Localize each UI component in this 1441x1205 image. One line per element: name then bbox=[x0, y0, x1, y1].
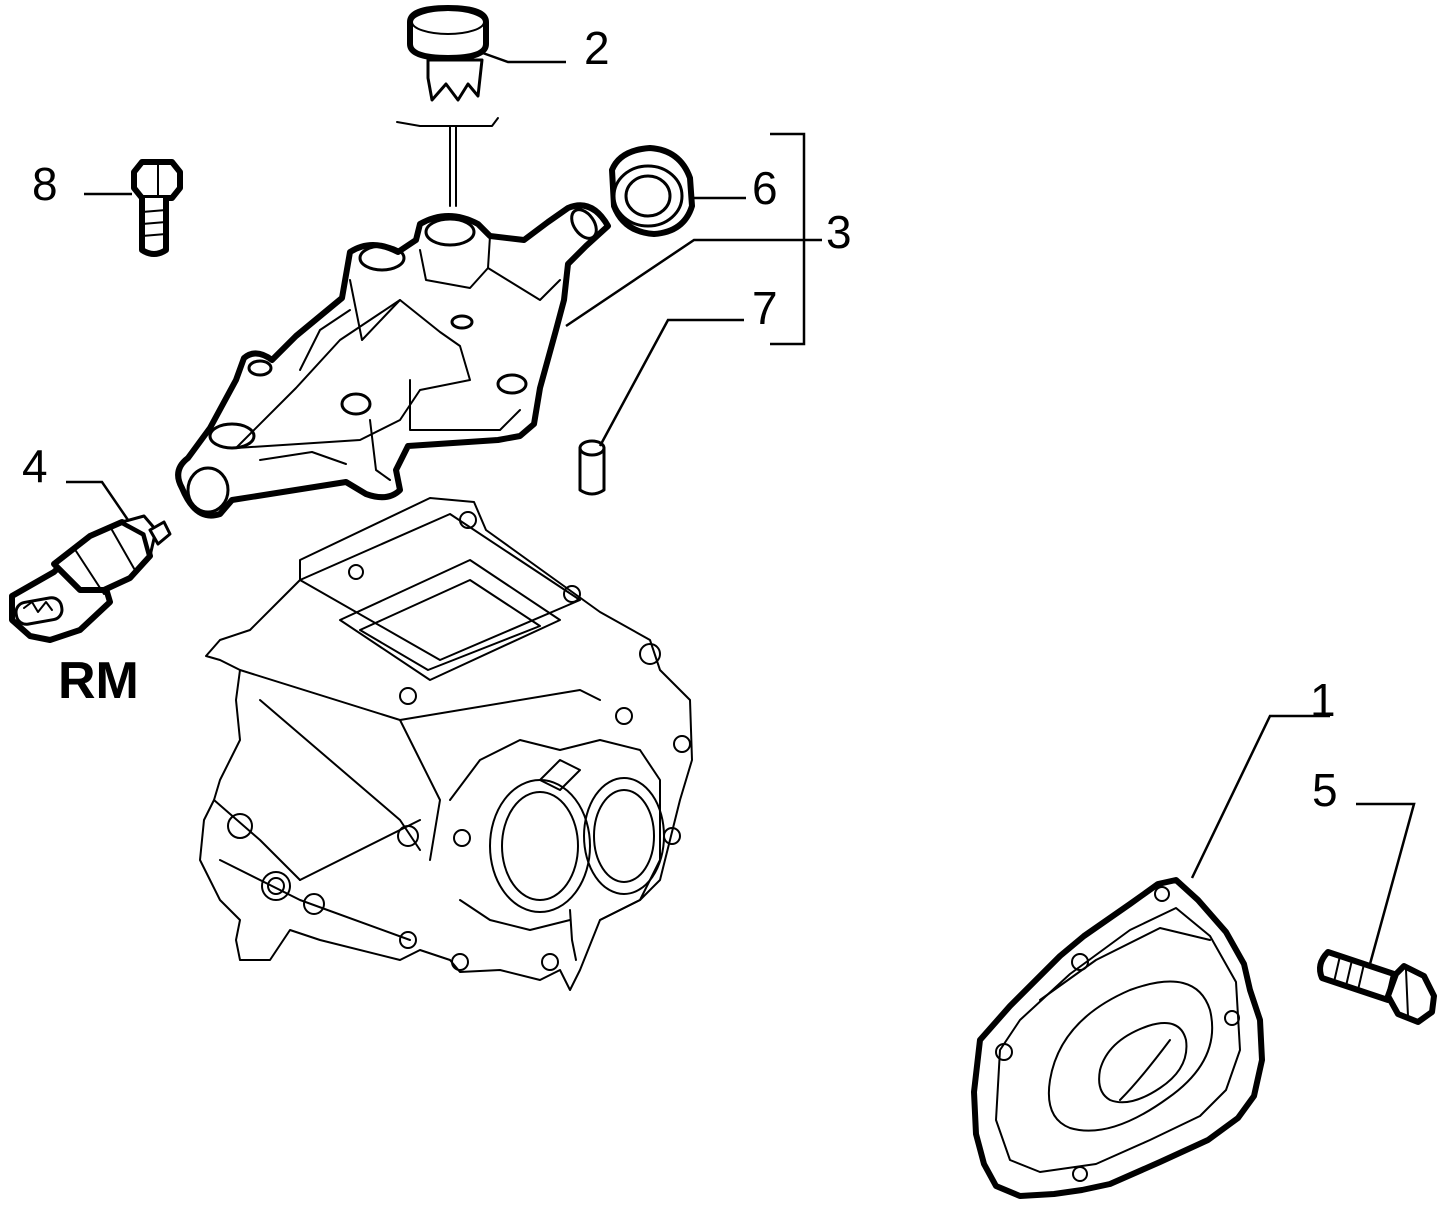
callout-6: 6 bbox=[752, 162, 778, 214]
callout-3: 3 bbox=[826, 206, 852, 258]
callout-5: 5 bbox=[1312, 764, 1338, 816]
plug-part-2[interactable] bbox=[396, 5, 499, 207]
dowel-pin-part-7[interactable] bbox=[578, 439, 606, 496]
leader-line-3 bbox=[565, 238, 822, 328]
housing-part-3[interactable] bbox=[175, 202, 611, 519]
leader-line-1 bbox=[1190, 714, 1330, 879]
callout-7: 7 bbox=[752, 282, 778, 334]
bracket-parts-6-3-7 bbox=[770, 132, 806, 346]
callout-2: 2 bbox=[584, 22, 610, 74]
leader-line-5 bbox=[1356, 802, 1416, 965]
leader-line-7 bbox=[598, 318, 744, 447]
bolt-part-5[interactable] bbox=[1317, 949, 1437, 1025]
sensor-switch-part-4[interactable] bbox=[9, 514, 172, 643]
leader-line-4 bbox=[66, 480, 130, 521]
callout-4: 4 bbox=[22, 440, 48, 492]
variant-label: RM bbox=[58, 652, 139, 710]
callout-8: 8 bbox=[32, 158, 58, 210]
bolt-part-8[interactable] bbox=[131, 159, 183, 257]
callout-1: 1 bbox=[1310, 674, 1336, 726]
leader-line-2 bbox=[479, 50, 566, 64]
gearbox-casing bbox=[199, 497, 693, 991]
side-cover-part-1[interactable] bbox=[971, 877, 1265, 1199]
seal-ring-part-6[interactable] bbox=[609, 145, 695, 237]
